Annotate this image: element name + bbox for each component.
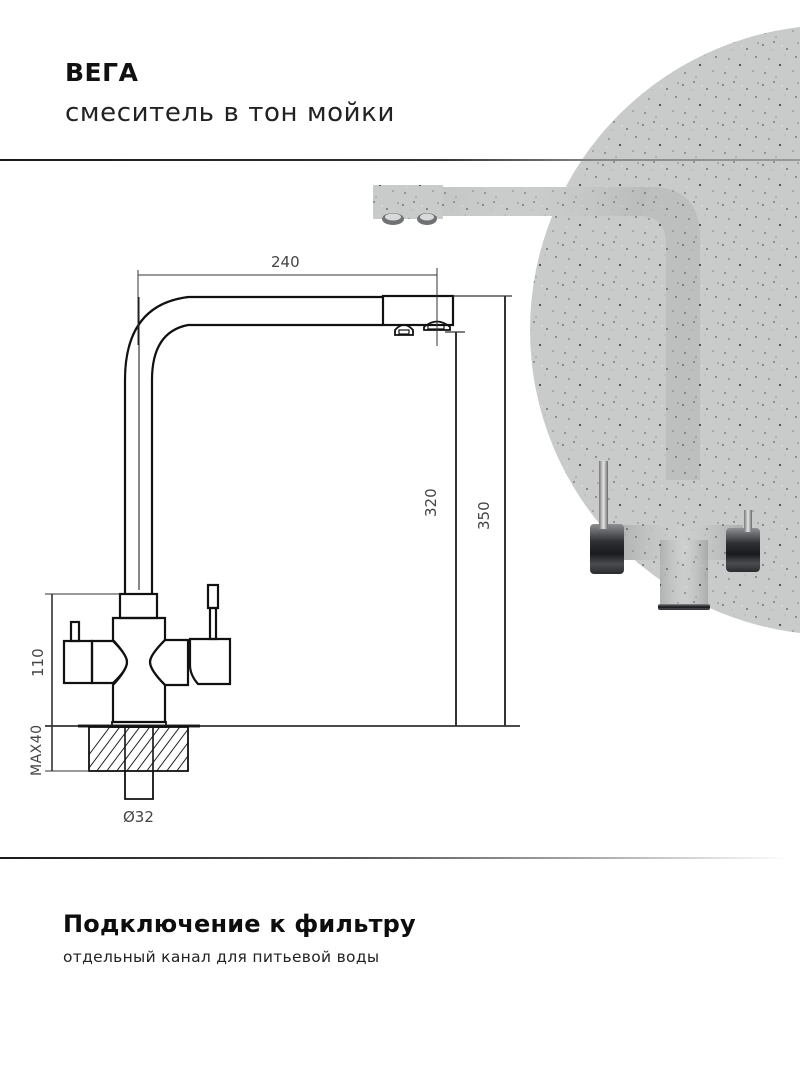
faucet-render — [373, 185, 760, 610]
granite-circle — [530, 27, 800, 633]
dim-label-350: 350 — [475, 501, 493, 530]
dim-label-max40: MAX40 — [29, 724, 45, 776]
divider-bottom — [0, 857, 790, 859]
dim-label-diameter: Ø32 — [123, 808, 154, 826]
feature-subtitle: отдельный канал для питьевой воды — [63, 948, 380, 966]
dim-label-320: 320 — [422, 488, 440, 517]
dim-label-110: 110 — [29, 648, 47, 677]
technical-drawing — [62, 294, 455, 728]
countertop-section — [45, 724, 520, 800]
dimension-lines — [45, 268, 512, 772]
divider-top — [0, 159, 800, 161]
dim-label-240: 240 — [271, 253, 300, 271]
product-title: ВЕГА — [65, 58, 139, 87]
feature-title: Подключение к фильтру — [63, 910, 416, 938]
spout-outline — [123, 295, 383, 594]
product-subtitle: смеситель в тон мойки — [65, 98, 395, 128]
